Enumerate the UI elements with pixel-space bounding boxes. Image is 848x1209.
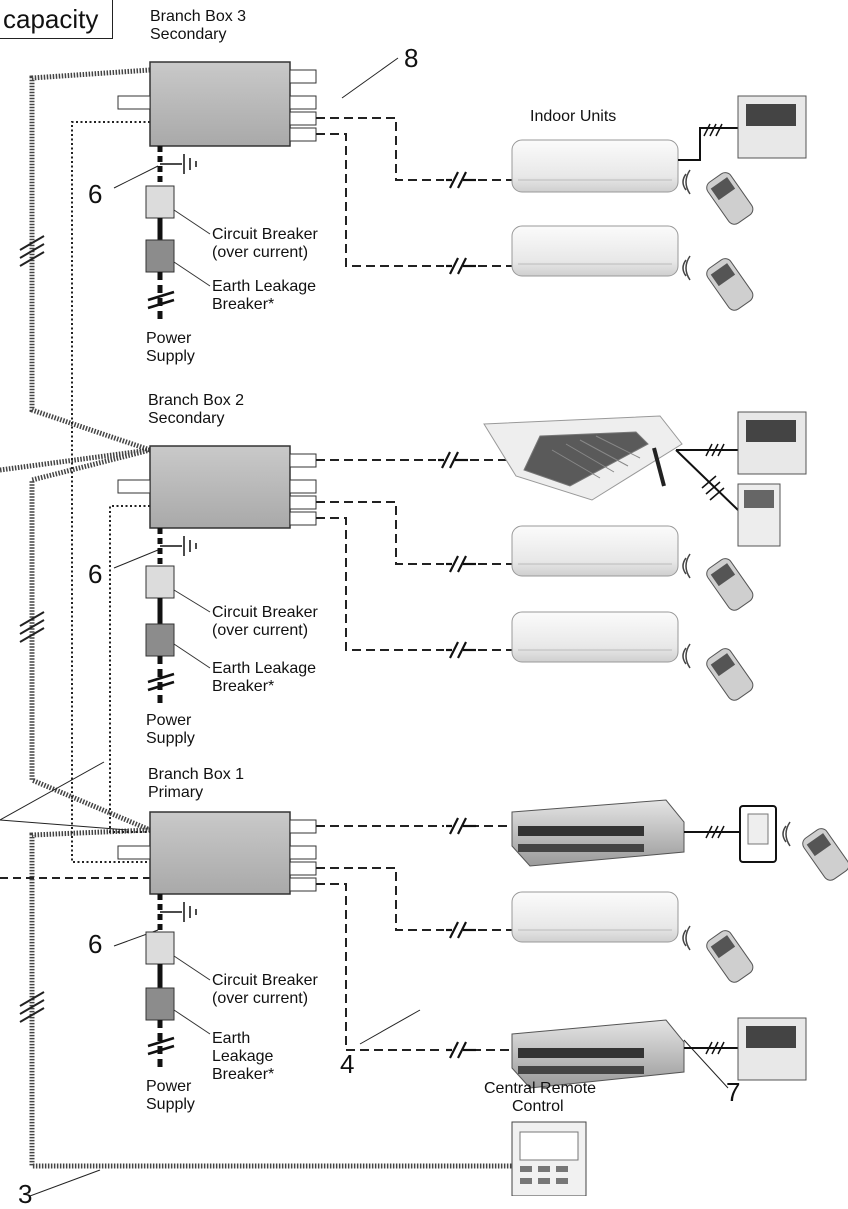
wall-unit-icon	[511, 225, 679, 277]
central-remote-sublabel: Control	[512, 1098, 564, 1115]
circuit-breaker-sublabel: (over current)	[212, 622, 309, 639]
branch-box-3-title: Branch Box 3	[150, 8, 247, 25]
wired-remote-icon	[678, 95, 807, 161]
earth-label: Earth	[212, 1030, 251, 1047]
signal-waves	[682, 169, 791, 951]
branch-box-2-body	[117, 445, 317, 529]
interconnect-dotted	[71, 121, 150, 863]
branch-box-1-body	[117, 811, 317, 895]
capacity-label: capacity	[0, 0, 114, 39]
power-supply-sublabel: Supply	[146, 730, 195, 747]
central-remote-icon	[511, 1121, 587, 1196]
callout-3: 3	[18, 1179, 33, 1209]
wireless-remote-icon	[802, 828, 848, 881]
branch-box-2-role: Secondary	[148, 410, 225, 427]
callout-7: 7	[726, 1077, 741, 1107]
leakage-label: Leakage	[212, 1048, 274, 1065]
indoor-units-label: Indoor Units	[530, 108, 617, 125]
wireless-remote-icon	[706, 172, 754, 225]
wall-unit-icon	[511, 891, 679, 943]
breaker-icon	[145, 931, 175, 965]
cassette-unit-icon	[483, 415, 683, 501]
circuit-breaker-label: Circuit Breaker	[212, 972, 318, 989]
wireless-remote-icon	[706, 648, 754, 701]
power-supply-label: Power	[146, 330, 192, 347]
wired-remote-icon	[676, 411, 807, 475]
callout-6: 6	[88, 929, 103, 959]
wireless-remote-icon	[706, 930, 754, 983]
breaker-icon	[145, 565, 175, 599]
power-supply-label: Power	[146, 712, 192, 729]
transmission-bus	[0, 67, 512, 1169]
breaker-icon	[145, 987, 175, 1021]
central-remote-label: Central Remote	[484, 1080, 597, 1097]
earth-leakage-sublabel: Breaker*	[212, 296, 275, 313]
power-chain-2	[145, 528, 211, 704]
ground-icon	[183, 536, 197, 556]
circuit-breaker-sublabel: (over current)	[212, 244, 309, 261]
wireless-remote-icon	[706, 258, 754, 311]
circuit-breaker-label: Circuit Breaker	[212, 226, 318, 243]
wall-unit-icon	[511, 525, 679, 577]
branch-box-1-title: Branch Box 1	[148, 766, 245, 783]
wall-unit-icon	[511, 611, 679, 663]
duct-unit-icon	[511, 1019, 685, 1089]
duct-unit-icon	[511, 799, 685, 867]
callout-4: 4	[340, 1049, 355, 1079]
earth-leakage-label: Earth Leakage	[212, 278, 317, 295]
branch-box-2-title: Branch Box 2	[148, 392, 245, 409]
earth-leakage-label: Earth Leakage	[212, 660, 317, 677]
power-chain-1	[145, 894, 211, 1070]
bus-slash-marks	[19, 235, 45, 1023]
power-supply-sublabel: Supply	[146, 348, 195, 365]
wire-slash-marks	[438, 171, 476, 1059]
power-supply-label: Power	[146, 1078, 192, 1095]
callout-6: 6	[88, 179, 103, 209]
breaker-icon	[145, 239, 175, 273]
breaker-icon	[145, 185, 175, 219]
breaker-icon	[145, 623, 175, 657]
circuit-breaker-label: Circuit Breaker	[212, 604, 318, 621]
branch-box-1-role: Primary	[148, 784, 204, 801]
earth-leakage-sublabel: Breaker*	[212, 678, 275, 695]
power-chain-3	[145, 146, 211, 322]
circuit-breaker-sublabel: (over current)	[212, 990, 309, 1007]
callout-6: 6	[88, 559, 103, 589]
wired-remote-icon	[684, 805, 777, 863]
wired-remote-icon	[675, 449, 781, 547]
indoor-wiring	[316, 117, 512, 1051]
branch-box-3-body	[117, 61, 317, 147]
ground-icon	[183, 902, 197, 922]
power-supply-sublabel: Supply	[146, 1096, 195, 1113]
ground-icon	[183, 154, 197, 174]
breaker-label: Breaker*	[212, 1066, 275, 1083]
wall-unit-icon	[511, 139, 679, 193]
wired-remote-icon	[684, 1017, 807, 1081]
branch-box-3-role: Secondary	[150, 26, 227, 43]
callout-8: 8	[404, 43, 419, 73]
wireless-remote-icon	[706, 558, 754, 611]
